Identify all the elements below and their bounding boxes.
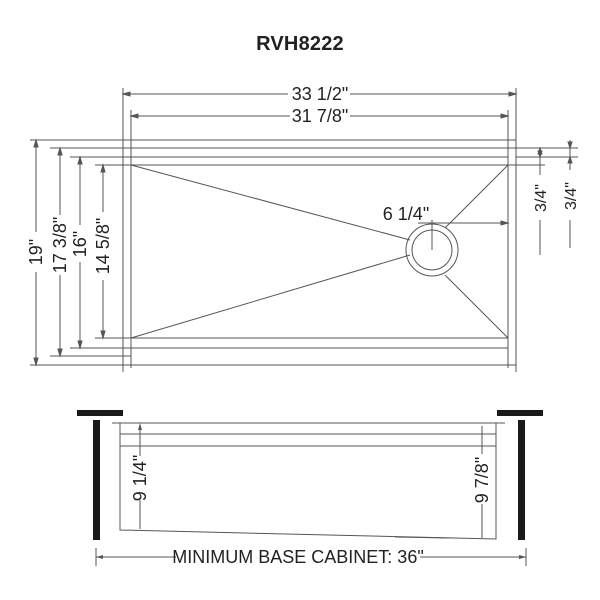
ledge-2-label: 3/4" bbox=[563, 182, 580, 210]
right-countertop bbox=[497, 410, 543, 416]
overall-width-label: 33 1/2" bbox=[292, 84, 348, 104]
model-title: RVH8222 bbox=[256, 33, 344, 55]
minimum-cabinet-label: MINIMUM BASE CABINET: 36" bbox=[172, 547, 423, 567]
left-depth-label: 9 1/4" bbox=[130, 455, 150, 501]
drain-offset-label: 6 1/4" bbox=[383, 204, 429, 224]
overall-depth-label: 19" bbox=[26, 239, 46, 265]
ledge-1-label: 3/4" bbox=[533, 184, 550, 212]
depth-3-label: 16" bbox=[70, 231, 90, 257]
bowl-width-label: 31 7/8" bbox=[292, 106, 348, 126]
bowl-depth-label: 14 5/8" bbox=[93, 218, 113, 274]
depth-2-label: 17 3/8" bbox=[50, 217, 70, 273]
left-countertop bbox=[77, 410, 123, 416]
top-dimension-lines bbox=[33, 91, 573, 367]
side-view bbox=[77, 410, 543, 566]
left-cabinet-wall bbox=[93, 420, 100, 540]
right-cabinet-wall bbox=[518, 420, 525, 540]
right-depth-label: 9 7/8" bbox=[472, 457, 492, 503]
